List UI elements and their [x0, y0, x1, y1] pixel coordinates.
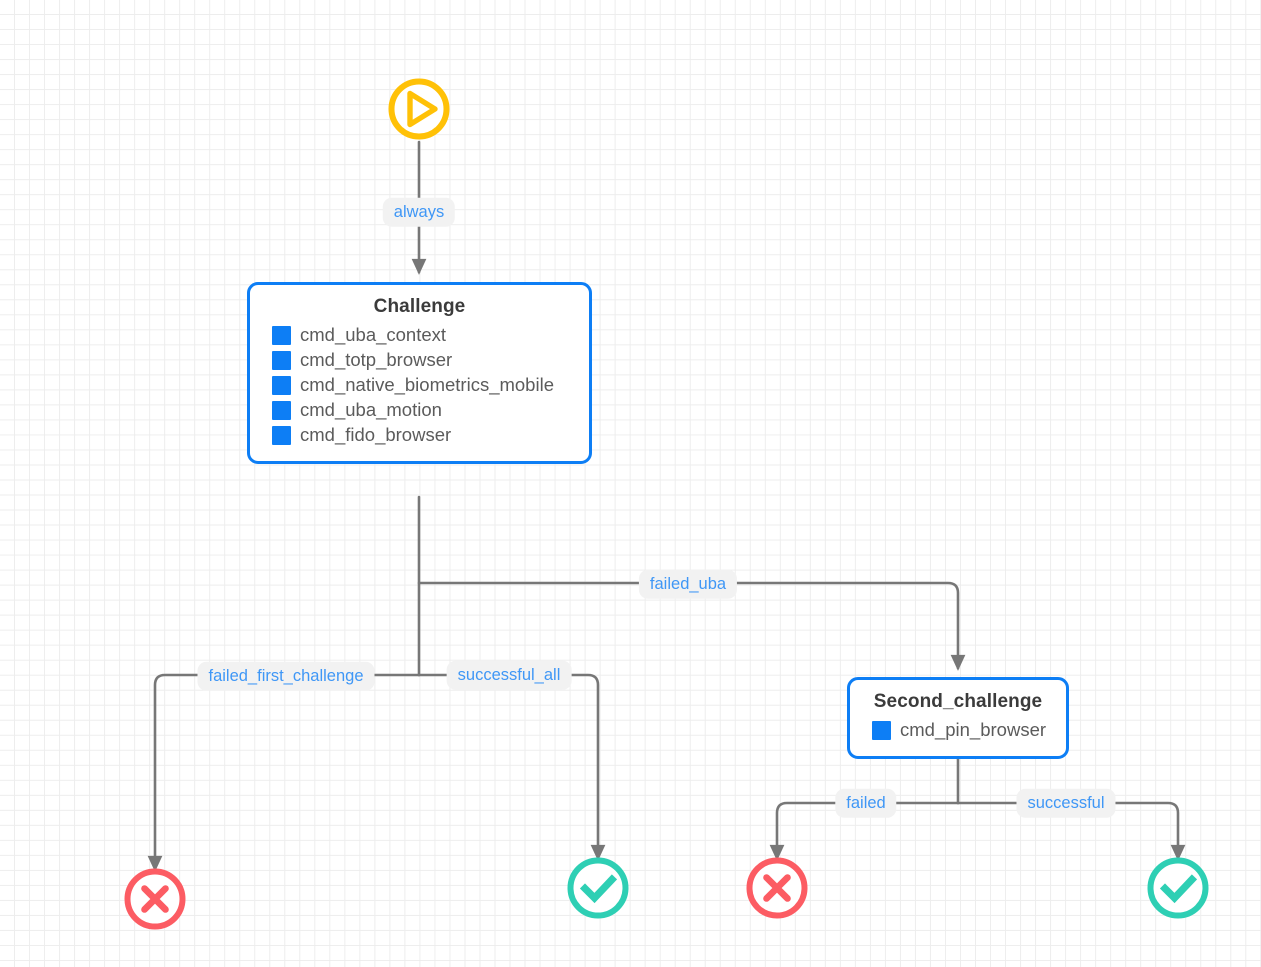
node-challenge-item[interactable]: cmd_totp_browser	[272, 349, 575, 371]
node-second-challenge-item[interactable]: cmd_pin_browser	[872, 719, 1052, 741]
edge-label-failed-uba[interactable]: failed_uba	[638, 569, 738, 599]
node-challenge-item[interactable]: cmd_uba_motion	[272, 399, 575, 421]
node-challenge-item-label: cmd_totp_browser	[300, 349, 453, 370]
node-challenge[interactable]: Challenge cmd_uba_context cmd_totp_brows…	[247, 282, 592, 464]
edge-path-failed-first-challenge	[147, 673, 421, 872]
x-circle-icon	[124, 868, 186, 930]
x-circle-icon	[746, 857, 808, 919]
edge-label-failed-first-challenge[interactable]: failed_first_challenge	[197, 661, 375, 691]
node-challenge-item-label: cmd_native_biometrics_mobile	[300, 374, 554, 395]
edge-label-successful[interactable]: successful	[1016, 788, 1116, 818]
terminal-success-second[interactable]	[1145, 855, 1211, 921]
terminal-fail-second[interactable]	[744, 855, 810, 921]
node-second-challenge[interactable]: Second_challenge cmd_pin_browser	[847, 677, 1069, 759]
node-second-challenge-title: Second_challenge	[873, 691, 1043, 712]
play-circle-icon	[388, 78, 450, 140]
method-swatch-icon	[272, 425, 291, 445]
method-swatch-icon	[272, 350, 291, 370]
method-swatch-icon	[272, 325, 291, 345]
terminal-fail-first[interactable]	[122, 866, 188, 932]
node-challenge-item-label: cmd_uba_context	[300, 324, 447, 345]
edge-path-successful-all	[417, 673, 606, 861]
edge-label-failed[interactable]: failed	[835, 788, 897, 818]
method-swatch-icon	[272, 375, 291, 395]
terminal-success-all[interactable]	[565, 855, 631, 921]
edge-label-successful-all[interactable]: successful_all	[446, 660, 572, 690]
check-circle-icon	[1147, 857, 1209, 919]
node-challenge-title: Challenge	[373, 296, 466, 317]
edge-label-always[interactable]: always	[382, 197, 456, 227]
method-swatch-icon	[872, 720, 891, 740]
check-circle-icon	[567, 857, 629, 919]
start-node[interactable]	[386, 76, 452, 142]
node-challenge-item-label: cmd_uba_motion	[300, 399, 442, 420]
method-swatch-icon	[272, 400, 291, 420]
node-challenge-item[interactable]: cmd_fido_browser	[272, 424, 575, 446]
node-challenge-item[interactable]: cmd_native_biometrics_mobile	[272, 374, 575, 396]
node-challenge-item-label: cmd_fido_browser	[300, 424, 452, 445]
node-second-challenge-item-label: cmd_pin_browser	[900, 719, 1047, 740]
node-challenge-item[interactable]: cmd_uba_context	[272, 324, 575, 346]
